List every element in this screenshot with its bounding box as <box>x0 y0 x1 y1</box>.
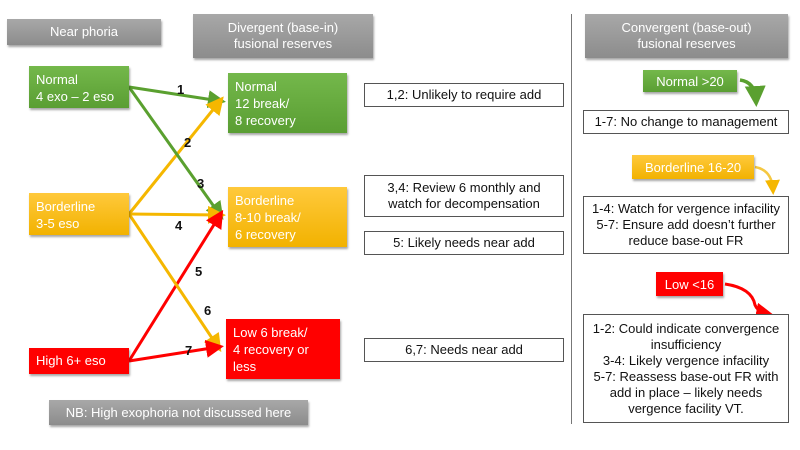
header-convergent-line1: Convergent (base-out) <box>621 20 752 35</box>
convergent-normal-label-text: Normal >20 <box>656 73 724 89</box>
arrow-7 <box>128 339 224 363</box>
phoria-high-line1: High 6+ eso <box>36 353 106 368</box>
divergent-low-line3: less <box>233 359 257 374</box>
note-1-2: 1,2: Unlikely to require add <box>364 83 564 107</box>
note-5: 5: Likely needs near add <box>364 231 564 255</box>
convergent-borderline-note-line1: 1-4: Watch for vergence infacility <box>591 201 781 216</box>
phoria-normal-line2: 4 exo – 2 eso <box>36 89 115 104</box>
arrow-label-3: 3 <box>197 176 204 191</box>
footnote: NB: High exophoria not discussed here <box>49 400 308 425</box>
convergent-low-note-line4: 5-7: Reassess base-out FR with <box>593 368 779 384</box>
convergent-low-label: Low <16 <box>656 272 723 296</box>
arrow-label-4: 4 <box>175 218 183 233</box>
divergent-borderline-line1: Borderline <box>235 193 295 208</box>
convergent-low-note-line5: add in place – likely needs <box>609 384 763 400</box>
arrow-2 <box>127 96 224 215</box>
phoria-normal-line1: Normal <box>36 72 78 87</box>
arrow-3 <box>127 86 224 220</box>
curved-arrow-low <box>724 282 774 321</box>
curved-arrow-normal <box>739 78 766 107</box>
convergent-borderline-note-line2: 5-7: Ensure add doesn’t further <box>596 217 776 232</box>
convergent-low-note: 1-2: Could indicate convergence insuffic… <box>583 314 789 423</box>
phoria-high: High 6+ eso <box>29 348 129 374</box>
convergent-low-note-line2: insufficiency <box>650 336 722 352</box>
note-3-4: 3,4: Review 6 monthly and watch for deco… <box>364 175 564 217</box>
convergent-low-note-line1: 1-2: Could indicate convergence <box>592 320 780 336</box>
note-3-4-line1: 3,4: Review 6 monthly and <box>387 180 541 195</box>
note-1-2-text: 1,2: Unlikely to require add <box>386 87 542 102</box>
arrow-4 <box>128 205 226 224</box>
phoria-borderline-line1: Borderline <box>36 199 96 214</box>
arrow-label-2: 2 <box>184 135 191 150</box>
phoria-borderline-line2: 3-5 eso <box>36 216 80 231</box>
curved-arrow-borderline <box>754 165 780 195</box>
note-3-4-line2: watch for decompensation <box>388 196 540 211</box>
convergent-borderline-label: Borderline 16-20 <box>632 155 754 179</box>
arrow-label-6: 6 <box>204 303 211 318</box>
note-6-7: 6,7: Needs near add <box>364 338 564 362</box>
arrow-5 <box>127 209 224 362</box>
divergent-low: Low 6 break/ 4 recovery or less <box>226 319 340 379</box>
convergent-normal-label: Normal >20 <box>643 70 737 92</box>
divergent-low-line1: Low 6 break/ <box>233 325 308 340</box>
divergent-normal-line2: 12 break/ <box>235 96 290 111</box>
divergent-normal-line1: Normal <box>235 79 277 94</box>
convergent-normal-note: 1-7: No change to management <box>583 110 789 134</box>
arrow-label-1: 1 <box>177 82 184 97</box>
header-divergent-line1: Divergent (base-in) <box>227 20 339 35</box>
header-convergent: Convergent (base-out) fusional reserves <box>585 14 788 58</box>
divergent-borderline: Borderline 8-10 break/ 6 recovery <box>228 187 347 247</box>
divergent-normal: Normal 12 break/ 8 recovery <box>228 73 347 133</box>
arrow-label-7: 7 <box>185 343 192 358</box>
header-near-phoria: Near phoria <box>7 19 161 45</box>
convergent-borderline-note-line3: reduce base-out FR <box>628 233 744 248</box>
arrow-6 <box>127 213 222 352</box>
divergent-borderline-line3: 6 recovery <box>235 227 296 242</box>
arrow-label-5: 5 <box>195 264 202 279</box>
divergent-normal-line3: 8 recovery <box>235 113 296 128</box>
phoria-borderline: Borderline 3-5 eso <box>29 193 129 235</box>
note-6-7-text: 6,7: Needs near add <box>405 342 523 357</box>
convergent-borderline-note: 1-4: Watch for vergence infacility 5-7: … <box>583 196 789 254</box>
column-divider <box>571 14 572 424</box>
convergent-normal-note-text: 1-7: No change to management <box>594 114 778 129</box>
header-divergent-line2: fusional reserves <box>233 36 333 51</box>
note-5-text: 5: Likely needs near add <box>393 235 535 250</box>
divergent-low-line2: 4 recovery or <box>233 342 309 357</box>
header-near-phoria-label: Near phoria <box>50 24 118 39</box>
header-convergent-line2: fusional reserves <box>637 36 736 51</box>
divergent-borderline-line2: 8-10 break/ <box>235 210 301 225</box>
phoria-normal: Normal 4 exo – 2 eso <box>29 66 129 108</box>
arrow-1 <box>128 85 226 109</box>
header-divergent: Divergent (base-in) fusional reserves <box>193 14 373 58</box>
convergent-borderline-label-text: Borderline 16-20 <box>644 159 742 175</box>
convergent-low-note-line6: vergence facility VT. <box>628 400 744 416</box>
footnote-text: NB: High exophoria not discussed here <box>65 404 292 420</box>
convergent-low-label-text: Low <16 <box>664 276 715 292</box>
convergent-low-note-line3: 3-4: Likely vergence infacility <box>602 352 770 368</box>
